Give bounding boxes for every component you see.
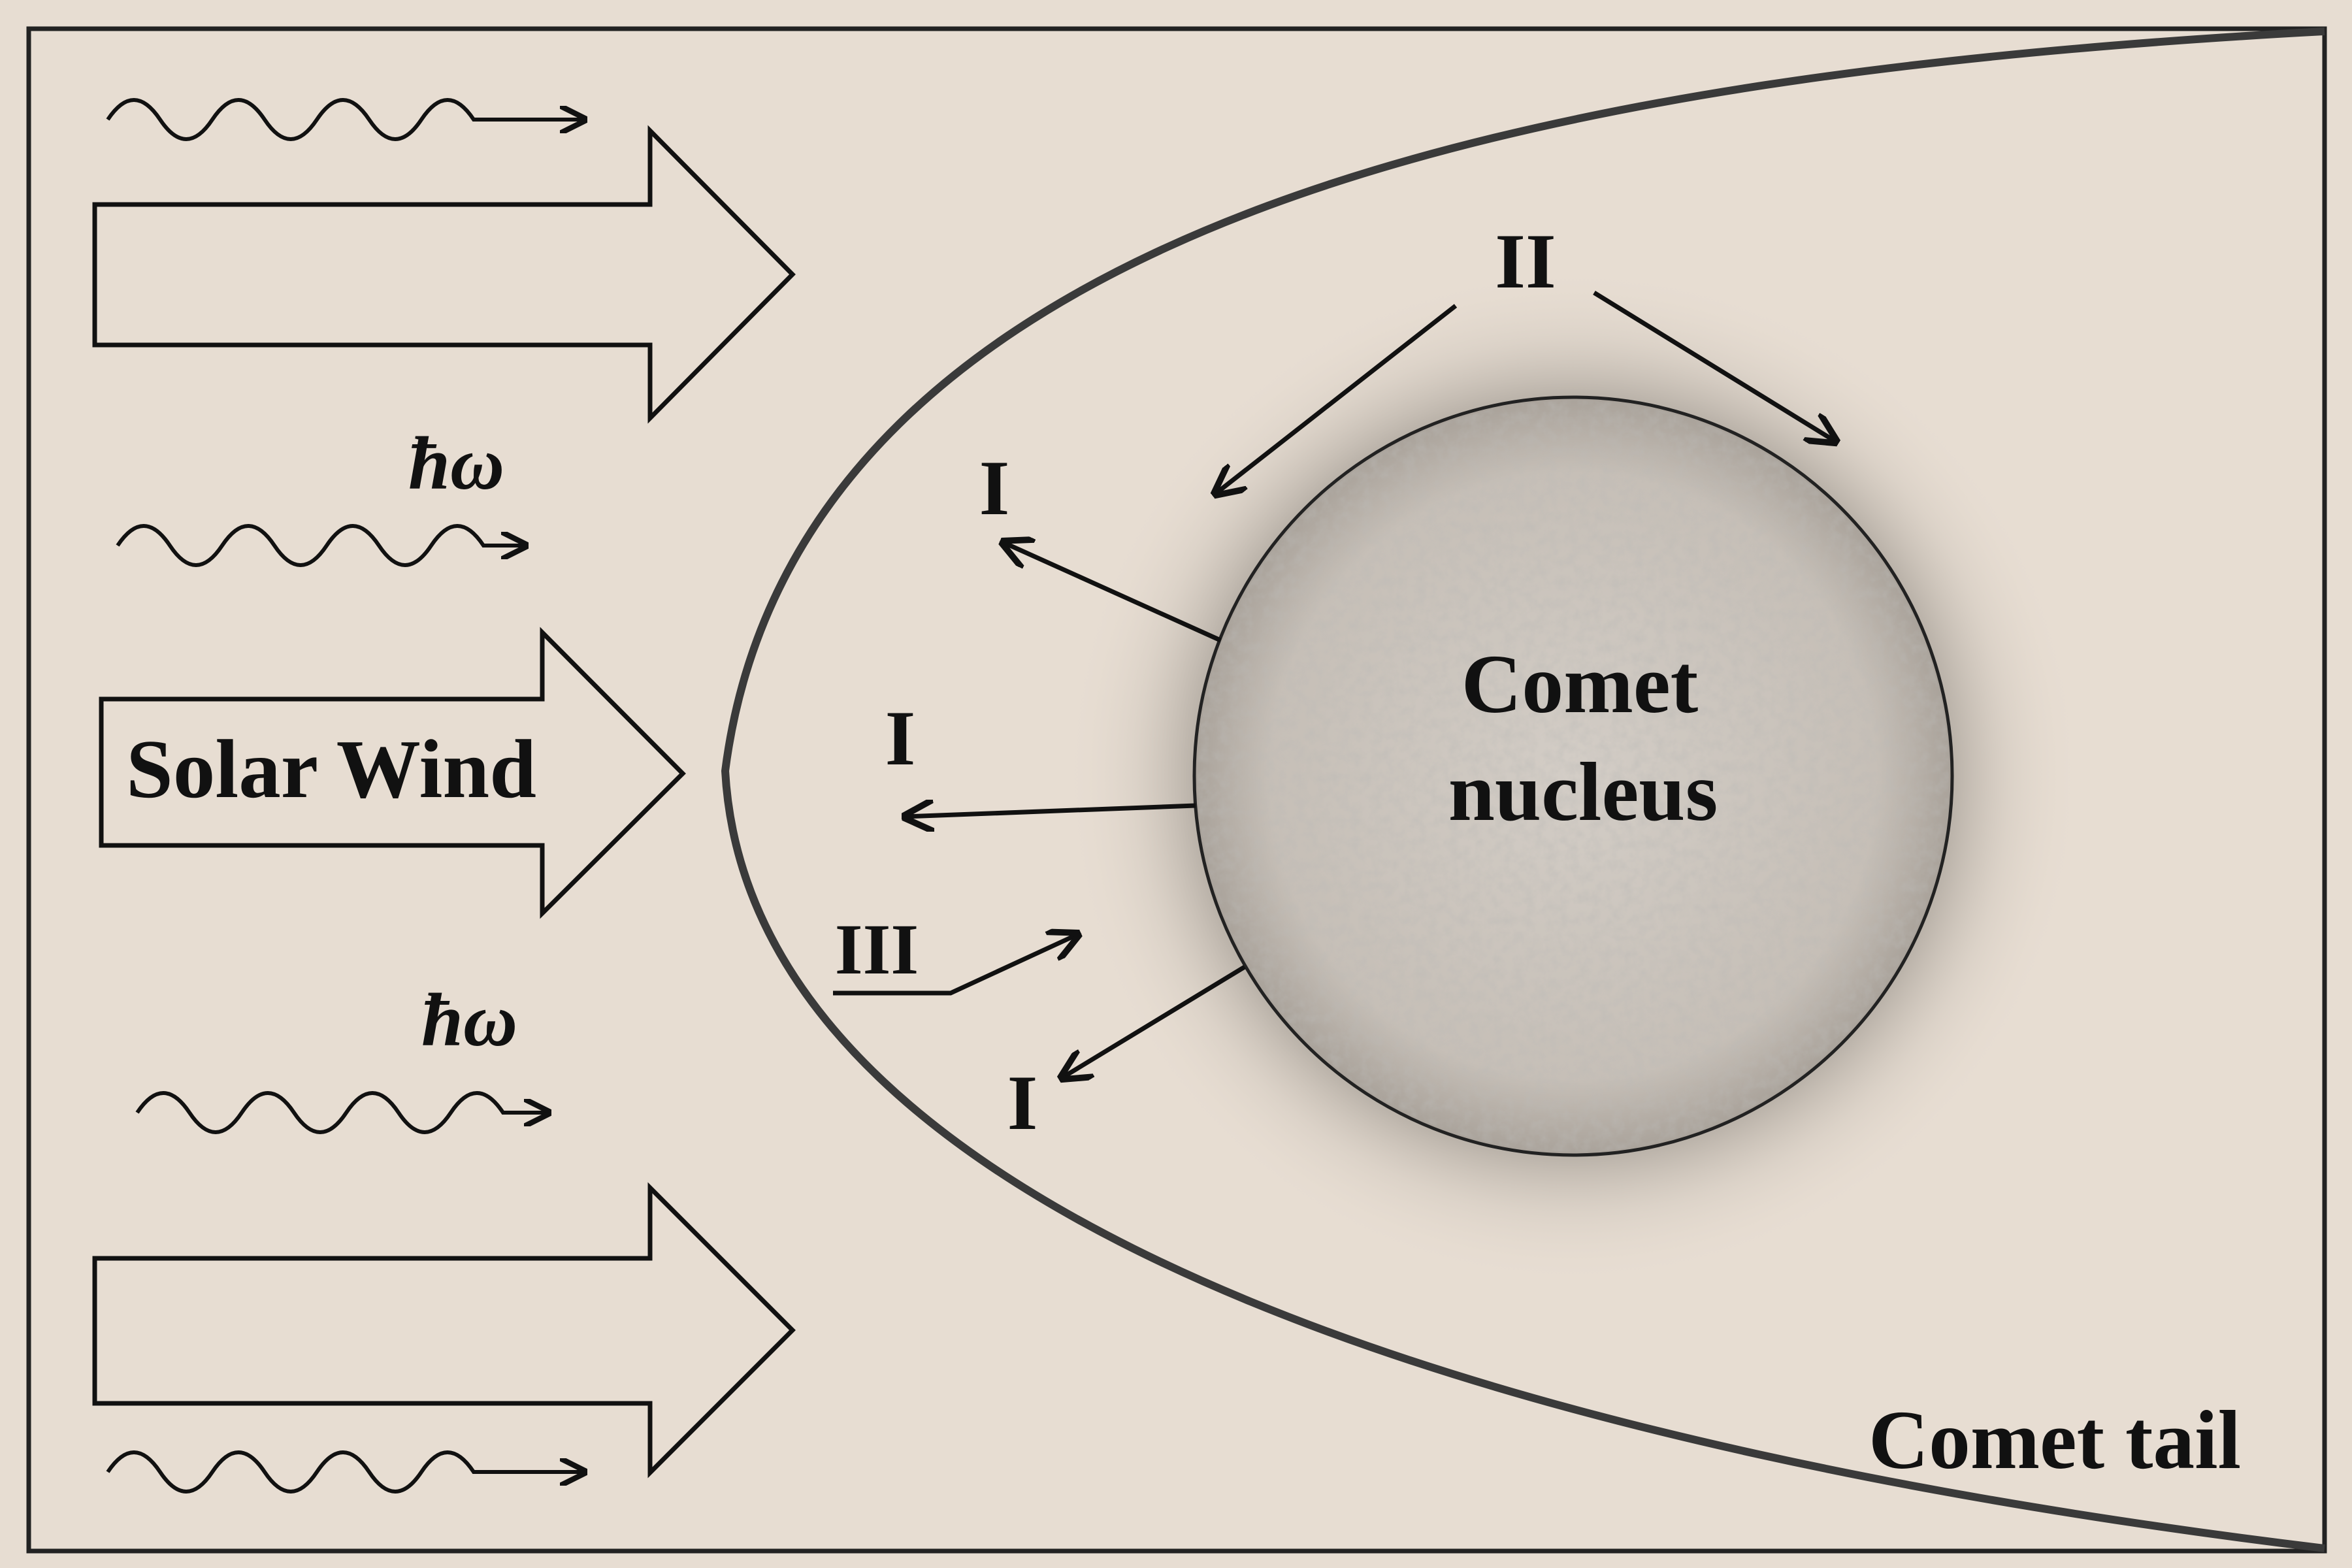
photon-wave-4 [106, 1450, 585, 1494]
photon-label-upper: ħω [408, 422, 504, 505]
solar-wind-arrow-middle [99, 627, 686, 919]
region-III-label: III [835, 909, 919, 989]
nucleus-label-line2: nucleus [1448, 745, 1718, 838]
bow-shock-boundary [721, 27, 2325, 1552]
photon-wave-3 [135, 1091, 549, 1134]
arrow-II-right [1593, 291, 1836, 442]
region-I-label-middle: I [885, 694, 916, 781]
solar-wind-label: Solar Wind [126, 723, 536, 815]
region-I-label-lower: I [1007, 1059, 1038, 1146]
solar-wind-arrow-top [92, 125, 796, 424]
arrow-I-upper [1003, 542, 1222, 643]
arrow-I-middle [905, 806, 1196, 817]
region-I-label-upper: I [979, 444, 1010, 531]
photon-wave-1 [106, 98, 585, 141]
arrow-III [833, 934, 1078, 996]
frame-border [26, 26, 2327, 1554]
photon-wave-2 [116, 524, 526, 567]
arrow-I-lower [1062, 965, 1246, 1078]
comet-tail-label: Comet tail [1869, 1394, 2241, 1486]
nucleus-label-line1: Comet [1462, 638, 1699, 730]
photon-label-lower: ħω [421, 979, 517, 1062]
arrow-II-left [1215, 304, 1458, 494]
comet-nucleus [1192, 395, 1954, 1157]
region-II-label: II [1495, 218, 1556, 304]
solar-wind-arrow-bottom [92, 1182, 796, 1478]
